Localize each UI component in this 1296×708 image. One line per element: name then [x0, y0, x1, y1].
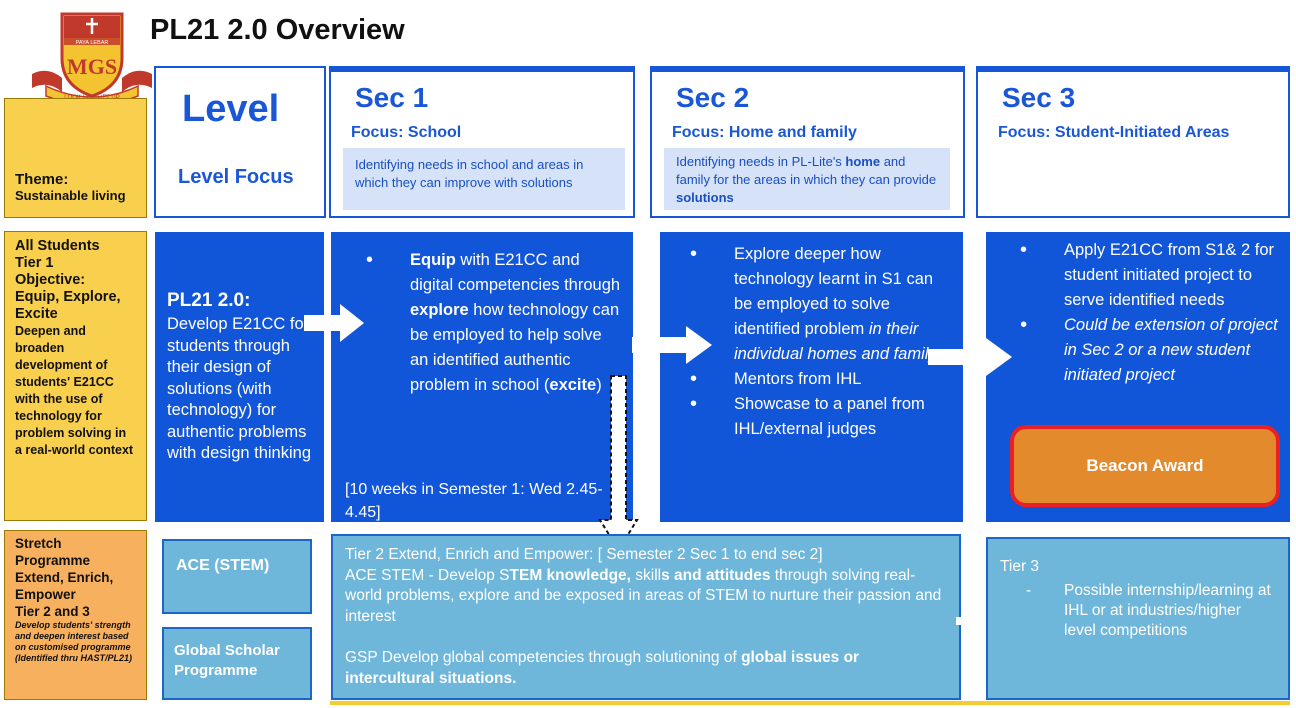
tier2-text: through solving real-world problems, exp…	[345, 566, 942, 625]
tier1-line: Tier 1	[15, 255, 54, 271]
arrow-right-icon	[632, 326, 712, 364]
sec1-content-box: Equip with E21CC and digital competencie…	[331, 232, 633, 522]
sec3-bullet: Apply E21CC from S1& 2 for student initi…	[1020, 238, 1282, 313]
sec2-desc-home: home	[845, 154, 881, 169]
tier2-text: GSP Develop global competencies through …	[345, 649, 742, 666]
svg-text:MGS: MGS	[67, 54, 117, 79]
global-scholar-box: Global Scholar Programme	[162, 627, 312, 700]
tier2-text: skill	[630, 566, 662, 584]
tier3-item: - Possible internship/learning at IHL or…	[1000, 581, 1276, 641]
sec1-equip: Equip	[410, 251, 456, 269]
sec3-header-box: Sec 3 Focus: Student-Initiated Areas	[976, 66, 1290, 218]
gsp-desc: GSP Develop global competencies through …	[345, 648, 947, 689]
beacon-award-box: Beacon Award	[1010, 425, 1280, 507]
sec2-content-box: Explore deeper how technology learnt in …	[660, 232, 963, 522]
theme-label: Theme: Sustainable living	[4, 98, 147, 218]
sec3-title: Sec 3	[1002, 82, 1076, 113]
pl21-desc: Develop E21CC for students through their…	[167, 315, 312, 462]
sec2-text: Explore deeper how technology learnt in …	[734, 245, 934, 338]
sec1-text: how technology can be employed to help s…	[410, 301, 620, 394]
sec2-bullet: Explore deeper how technology learnt in …	[690, 242, 952, 367]
tier2-bold: s and attitudes	[661, 566, 771, 584]
tier1-line: Objective:	[15, 272, 86, 288]
stretch-line: Stretch	[15, 536, 62, 551]
tier1-line: Equip, Explore,	[15, 289, 121, 305]
sec1-bullet: Equip with E21CC and digital competencie…	[366, 248, 624, 398]
tier1-line: Excite	[15, 306, 58, 322]
tier3-title: Tier 3	[1000, 558, 1040, 575]
sec1-focus: Focus: School	[351, 124, 462, 141]
arrow-right-icon	[928, 338, 1012, 376]
level-focus: Level Focus	[178, 166, 294, 188]
tier1-label: All Students Tier 1 Objective: Equip, Ex…	[4, 231, 147, 521]
sec1-text: with E21CC and digital competencies thro…	[410, 251, 621, 294]
sec2-header-box: Sec 2 Focus: Home and family Identifying…	[650, 66, 965, 218]
sec1-explore: explore	[410, 301, 469, 319]
sec3-focus: Focus: Student-Initiated Areas	[998, 124, 1230, 141]
stretch-line: Programme	[15, 553, 91, 568]
tier1-desc: Deepen and broaden development of studen…	[15, 324, 134, 457]
sec2-desc: Identifying needs in PL-Lite's home and …	[664, 148, 950, 210]
level-header-box: Level Level Focus	[154, 66, 326, 218]
sec2-desc-part: Identifying needs in PL-Lite's	[676, 154, 846, 169]
sec1-title: Sec 1	[355, 82, 429, 113]
arrow-right-icon	[304, 304, 364, 342]
tier2-line1: Tier 2 Extend, Enrich and Empower: [ Sem…	[345, 546, 823, 563]
stretch-line: Empower	[15, 587, 76, 602]
svg-text:PAYA LEBAR: PAYA LEBAR	[76, 40, 109, 46]
sec2-focus: Focus: Home and family	[672, 124, 857, 141]
theme-heading: Theme:	[15, 171, 69, 188]
sec2-bullet: Showcase to a panel from IHL/external ju…	[690, 392, 952, 442]
tier2-bold: global issues or intercultural situation…	[345, 649, 860, 687]
tier3-dash: -	[1026, 582, 1032, 599]
pl21-box: PL21 2.0: Develop E21CC for students thr…	[155, 232, 324, 522]
ace-stem-box: ACE (STEM)	[162, 539, 312, 614]
stretch-line: Extend, Enrich,	[15, 570, 114, 585]
tier2-box: Tier 2 Extend, Enrich and Empower: [ Sem…	[331, 534, 961, 700]
sec1-excite: excite	[549, 376, 597, 394]
tier2-text: ACE STEM - Develop S	[345, 566, 510, 584]
sec1-header-box: Sec 1 Focus: School Identifying needs in…	[329, 66, 635, 218]
sec3-bullet: Could be extension of project in Sec 2 o…	[1020, 313, 1282, 388]
sec2-desc-solutions: solutions	[676, 190, 734, 205]
pl21-title: PL21 2.0:	[167, 290, 251, 311]
stretch-line: Tier 2 and 3	[15, 604, 90, 619]
sec1-text: )	[596, 376, 602, 394]
tier1-line: All Students	[15, 238, 100, 254]
bottom-stripe	[330, 701, 1290, 705]
sec2-desc-part: and family for the areas in which they c…	[676, 154, 937, 187]
connector-line	[956, 617, 990, 625]
sec1-desc: Identifying needs in school and areas in…	[343, 148, 625, 210]
arrow-down-icon	[598, 375, 639, 552]
tier2-bold: TEM knowledge,	[509, 566, 631, 584]
sec2-title: Sec 2	[676, 82, 750, 113]
level-title: Level	[182, 88, 280, 130]
tier3-box: Tier 3 - Possible internship/learning at…	[986, 537, 1290, 700]
sec2-italic: in their individual homes and family.	[734, 320, 941, 363]
page-title: PL21 2.0 Overview	[150, 14, 405, 46]
theme-text: Sustainable living	[15, 188, 126, 203]
school-crest-logo: PAYA LEBAR MGS LOOK UP – LIFT UP	[32, 12, 152, 104]
stretch-desc: Develop students' strength and deepen in…	[15, 620, 132, 663]
sec2-bullet: Mentors from IHL	[690, 367, 952, 392]
ace-stem-desc: ACE STEM - Develop STEM knowledge, skill…	[345, 566, 947, 628]
tier3-text: Possible internship/learning at IHL or a…	[1064, 582, 1271, 639]
stretch-label: Stretch Programme Extend, Enrich, Empowe…	[4, 530, 147, 700]
sec1-note: [10 weeks in Semester 1: Wed 2.45-4.45]	[345, 481, 603, 521]
